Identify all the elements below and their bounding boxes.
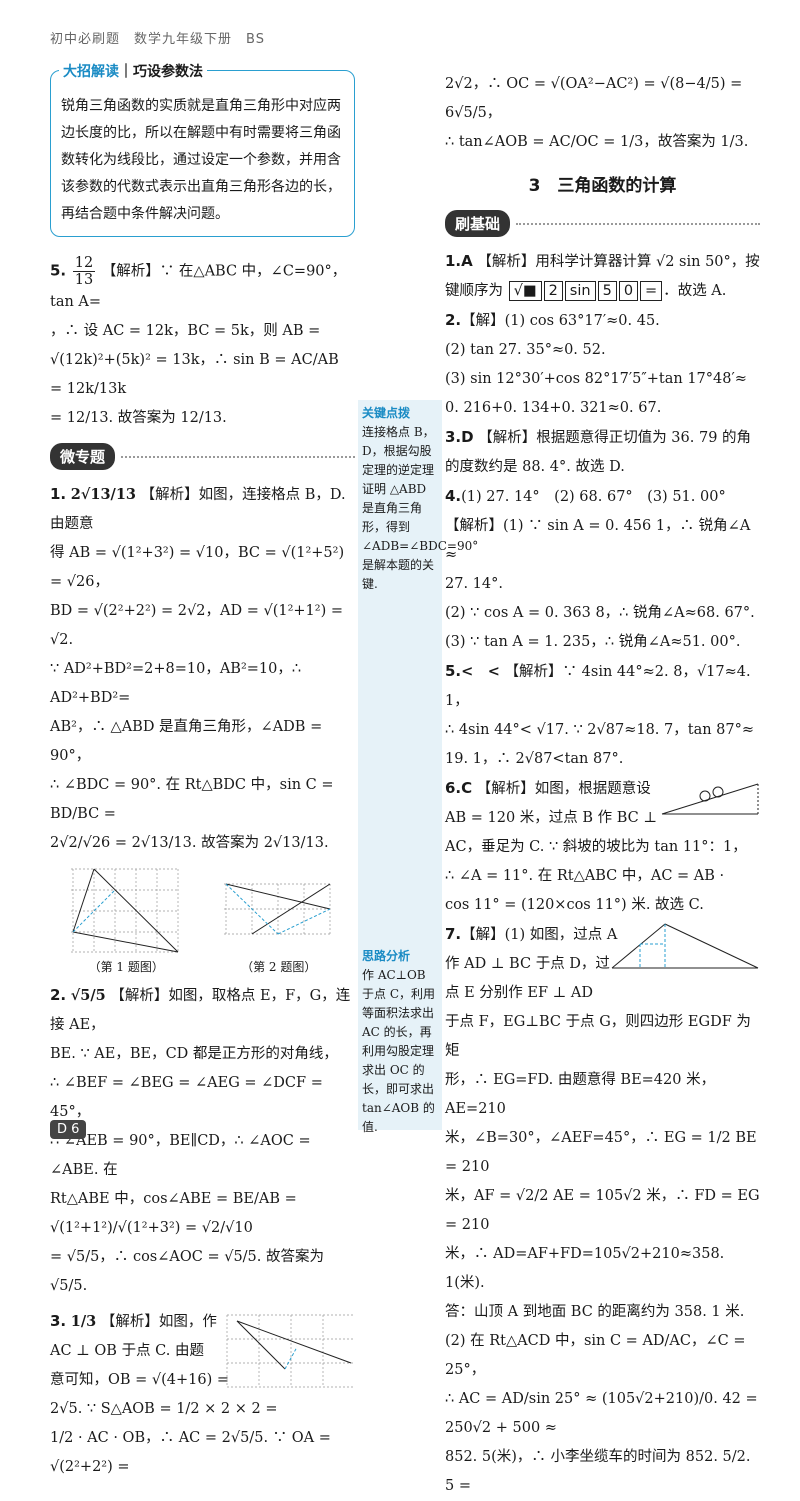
tip-title: 大招解读｜巧设参数法 [59, 59, 207, 86]
figures-row: （第 1 题图） （第 2 题图） [50, 864, 355, 975]
question-3: 3.D 【解析】根据题意得正切值为 36. 79 的角 的度数约是 88. 4°… [445, 428, 752, 475]
section-title: 3 三角函数的计算 [528, 176, 677, 196]
right-column: 2√2，∴ OC = √(OA²−AC²) = √(8−4/5) = 6√5/5… [445, 70, 760, 1501]
question-4: 4.(1) 27. 14° (2) 68. 67° (3) 51. 00° 【解… [445, 487, 755, 650]
micro-question-1: 1. 2√13/13 【解析】如图，连接格点 B，D. 由题意 得 AB = √… [50, 485, 346, 851]
tip-box: 大招解读｜巧设参数法 锐角三角函数的实质就是直角三角形中对应两边长度的比，所以在… [50, 59, 355, 237]
section-basic: 刷基础 [445, 210, 760, 237]
slope-figure [661, 783, 759, 815]
question-7: 7.【解】(1) 如图，过点 A 作 AD ⊥ BC 于点 D，过 点 E 分别… [445, 920, 760, 1501]
question-6: 6.C 【解析】如图，根据题意设 AB = 120 米，过点 B 作 BC ⊥ … [445, 774, 760, 920]
running-header: 初中必刷题 数学九年级下册 BS [50, 32, 265, 47]
side-notes: 关键点拨 连接格点 B，D，根据勾股定理的逆定理证明 △ABD 是直角三角形，得… [358, 400, 479, 1134]
note-key-point: 关键点拨 连接格点 B，D，根据勾股定理的逆定理证明 △ABD 是直角三角形，得… [362, 406, 479, 591]
section-micro: 微专题 [50, 443, 355, 470]
grid-figure-2 [223, 883, 332, 935]
grid-figure-1 [71, 868, 180, 953]
note-analysis: 思路分析 作 AC⊥OB 于点 C，利用等面积法求出 AC 的长，再利用勾股定理… [362, 949, 435, 1134]
micro-question-2: 2. √5/5 【解析】如图，取格点 E，F，G，连接 AE， BE. ∵ AE… [50, 986, 351, 1294]
question-2: 2.【解】(1) cos 63°17′≈0. 45. (2) tan 27. 3… [445, 311, 747, 416]
grid-figure-3 [226, 1314, 353, 1388]
left-column: 大招解读｜巧设参数法 锐角三角函数的实质就是直角三角形中对应两边长度的比，所以在… [50, 59, 355, 1482]
page-number: D 6 [50, 1120, 87, 1139]
mountain-figure [611, 923, 759, 969]
tip-body: 锐角三角函数的实质就是直角三角形中对应两边长度的比，所以在解题中有时需要将三角函… [61, 98, 341, 222]
micro-question-3: 3. 1/3 【解析】如图，作 AC ⊥ OB 于点 C. 由题 意可知，OB … [50, 1307, 355, 1482]
question-5-right: 5.< < 【解析】∵ 4sin 44°≈2. 8，√17≈4. 1， ∴ 4s… [445, 662, 755, 767]
